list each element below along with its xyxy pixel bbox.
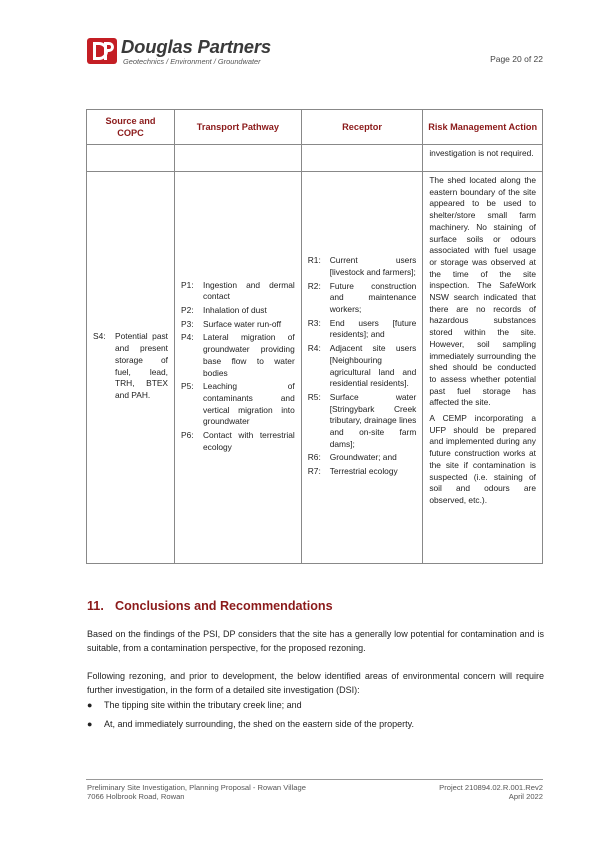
footer-right: Project 210894.02.R.001.Rev2 April 2022	[439, 783, 543, 802]
footer-date: April 2022	[508, 792, 543, 802]
pathway-item-text: Lateral migration of groundwater providi…	[203, 332, 295, 378]
footer-address: 7066 Holbrook Road, Rowan	[87, 792, 185, 802]
table-row-continued: investigation is not required.	[86, 144, 543, 172]
receptor-item-text: Future construction and maintenance work…	[329, 280, 417, 314]
pathway-item-text: Inhalation of dust	[203, 304, 267, 315]
pathway-item: P4: Lateral migration of groundwater prov…	[181, 332, 295, 379]
receptor-item-text: Groundwater; and	[329, 452, 397, 463]
pathway-item-key: P2:	[181, 304, 194, 315]
receptor-item-text: Adjacent site users [Neighbouring agricu…	[329, 343, 417, 389]
section-heading: 11. Conclusions and Recommendations	[87, 599, 333, 613]
receptor-item: R3: End users [future residents]; and	[308, 318, 417, 341]
risk-paragraph-1: The shed located along the eastern bound…	[429, 175, 536, 408]
receptor-item-key: R4:	[307, 343, 321, 354]
pathway-item: P5: Leaching of contaminants and vertical…	[181, 381, 295, 428]
pathway-item-key: P5:	[181, 381, 194, 392]
receptor-item: R6: Groundwater; and	[308, 452, 417, 464]
receptor-item-key: R5:	[307, 391, 321, 402]
receptor-item-text: End users [future residents]; and	[329, 317, 417, 340]
receptor-item-text: Current users [livestock and farmers];	[329, 255, 417, 277]
risk-paragraph-2: A CEMP incorporating a UFP should be pre…	[429, 413, 536, 505]
footer-left: Preliminary Site Investigation, Planning…	[87, 783, 306, 802]
header-source: Source and COPC	[86, 109, 175, 145]
pathway-item: P6: Contact with terrestrial ecology	[181, 430, 295, 453]
header-pathway: Transport Pathway	[174, 109, 302, 145]
pathway-item: P3: Surface water run-off	[181, 319, 295, 331]
section-number: 11.	[87, 599, 104, 613]
cell-risk: The shed located along the eastern bound…	[422, 171, 543, 564]
table-header-row: Source and COPC Transport Pathway Recept…	[86, 109, 543, 145]
pathway-item: P1: Ingestion and dermal contact	[181, 280, 295, 303]
cell-empty	[86, 144, 175, 172]
pathway-item-key: P4:	[181, 332, 194, 343]
receptor-item: R4: Adjacent site users [Neighbouring agr…	[308, 343, 417, 390]
pathway-item-key: P3:	[181, 318, 194, 329]
risk-table: Source and COPC Transport Pathway Recept…	[86, 109, 543, 564]
receptor-list: R1: Current users [livestock and farmers]…	[302, 252, 423, 483]
conclusion-paragraph-1: Based on the findings of the PSI, DP con…	[87, 629, 544, 654]
bullet-text: The tipping site within the tributary cr…	[104, 700, 302, 710]
source-item: S4: Potential past and present storage o…	[87, 328, 174, 404]
cell-source: S4: Potential past and present storage o…	[86, 171, 175, 564]
source-key: S4:	[93, 331, 106, 342]
bullet-icon: ●	[87, 700, 93, 710]
receptor-item: R7: Terrestrial ecology	[308, 466, 417, 478]
receptor-item: R1: Current users [livestock and farmers]…	[308, 255, 417, 278]
table-row-s4: S4: Potential past and present storage o…	[86, 171, 543, 564]
cell-continued-risk: investigation is not required.	[422, 144, 543, 172]
bullet-text: At, and immediately surrounding, the she…	[104, 719, 415, 729]
pathway-item-text: Leaching of contaminants and vertical mi…	[203, 381, 295, 427]
list-item: ● The tipping site within the tributary c…	[87, 698, 302, 712]
pathway-item-key: P6:	[181, 430, 194, 441]
cell-empty	[174, 144, 302, 172]
receptor-item-text: Surface water [Stringybark Creek tributa…	[329, 391, 417, 449]
logo-tagline: Geotechnics / Environment / Groundwater	[123, 57, 261, 66]
conclusion-paragraph-2: Following rezoning, and prior to develop…	[87, 671, 544, 696]
pathway-item-text: Surface water run-off	[203, 318, 282, 329]
receptor-item-key: R6:	[307, 452, 321, 463]
header-receptor: Receptor	[300, 109, 424, 145]
receptor-item-key: R3:	[307, 317, 321, 328]
footer-divider	[86, 779, 543, 780]
receptor-item-text: Terrestrial ecology	[329, 466, 398, 477]
pathway-item: P2: Inhalation of dust	[181, 305, 295, 317]
header-risk: Risk Management Action	[422, 109, 543, 145]
dp-logo-mark-icon	[87, 38, 117, 64]
section-title: Conclusions and Recommendations	[115, 599, 333, 613]
receptor-item-key: R1:	[307, 255, 321, 266]
pathway-item-key: P1:	[181, 279, 194, 290]
receptor-item-key: R2:	[307, 280, 321, 291]
footer-project-number: Project 210894.02.R.001.Rev2	[439, 783, 543, 792]
risk-text-block: The shed located along the eastern bound…	[423, 172, 542, 514]
receptor-item-key: R7:	[307, 466, 321, 477]
list-item: ● At, and immediately surrounding, the sh…	[87, 717, 414, 731]
continued-risk-text: investigation is not required.	[429, 148, 534, 158]
receptor-item: R2: Future construction and maintenance w…	[308, 281, 417, 316]
cell-empty	[300, 144, 424, 172]
bullet-icon: ●	[87, 719, 93, 729]
page-number: Page 20 of 22	[490, 54, 543, 64]
receptor-item: R5: Surface water [Stringybark Creek trib…	[308, 392, 417, 451]
logo-name: Douglas Partners	[121, 36, 271, 57]
pathway-item-text: Ingestion and dermal contact	[203, 279, 295, 302]
cell-receptors: R1: Current users [livestock and farmers]…	[300, 171, 424, 564]
company-logo: Douglas Partners Geotechnics / Environme…	[87, 36, 287, 68]
footer-document-title: Preliminary Site Investigation, Planning…	[87, 783, 306, 792]
source-text: Potential past and present storage of fu…	[115, 331, 168, 400]
pathway-item-text: Contact with terrestrial ecology	[203, 430, 295, 452]
